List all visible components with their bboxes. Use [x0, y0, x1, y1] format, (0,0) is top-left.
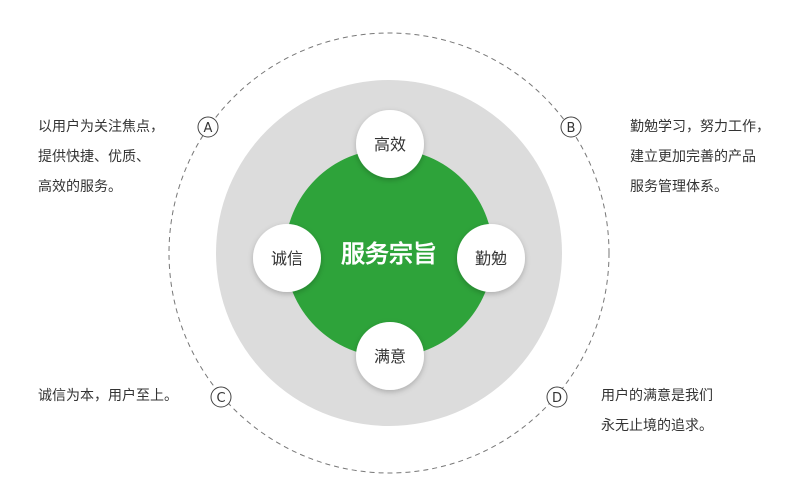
- node-right: 勤勉: [457, 224, 525, 292]
- marker-c-letter: C: [216, 391, 225, 406]
- note-b-line: 勤勉学习，努力工作，: [630, 119, 770, 135]
- marker-c: C: [210, 386, 232, 408]
- node-label-top: 高效: [374, 135, 406, 154]
- note-a: 以用户为关注焦点， 提供快捷、优质、 高效的服务。: [38, 112, 164, 202]
- outer-dashed-ring: [168, 32, 610, 474]
- note-a-line: 提供快捷、优质、: [38, 149, 150, 165]
- note-a-line: 高效的服务。: [38, 179, 122, 195]
- note-d-line: 永无止境的追求。: [601, 418, 713, 434]
- note-b: 勤勉学习，努力工作， 建立更加完善的产品 服务管理体系。: [630, 112, 770, 202]
- note-c: 诚信为本，用户至上。: [38, 381, 178, 411]
- note-b-line: 建立更加完善的产品: [630, 149, 756, 165]
- node-left: 诚信: [253, 224, 321, 292]
- node-label-right: 勤勉: [475, 249, 507, 268]
- marker-a-letter: A: [204, 121, 213, 136]
- green-core: [285, 149, 493, 357]
- marker-a: A: [197, 116, 219, 138]
- note-b-line: 服务管理体系。: [630, 179, 728, 195]
- marker-b: B: [560, 116, 582, 138]
- node-top: 高效: [356, 110, 424, 178]
- note-d-line: 用户的满意是我们: [601, 388, 713, 404]
- center-title: 服务宗旨: [341, 240, 437, 268]
- node-bottom: 满意: [356, 322, 424, 390]
- node-label-bottom: 满意: [374, 347, 406, 366]
- marker-d-letter: D: [552, 391, 562, 406]
- note-d: 用户的满意是我们 永无止境的追求。: [601, 381, 713, 441]
- marker-d: D: [546, 386, 568, 408]
- note-a-line: 以用户为关注焦点，: [38, 119, 164, 135]
- marker-b-letter: B: [567, 121, 576, 136]
- note-c-line: 诚信为本，用户至上。: [38, 388, 178, 404]
- node-label-left: 诚信: [271, 249, 303, 268]
